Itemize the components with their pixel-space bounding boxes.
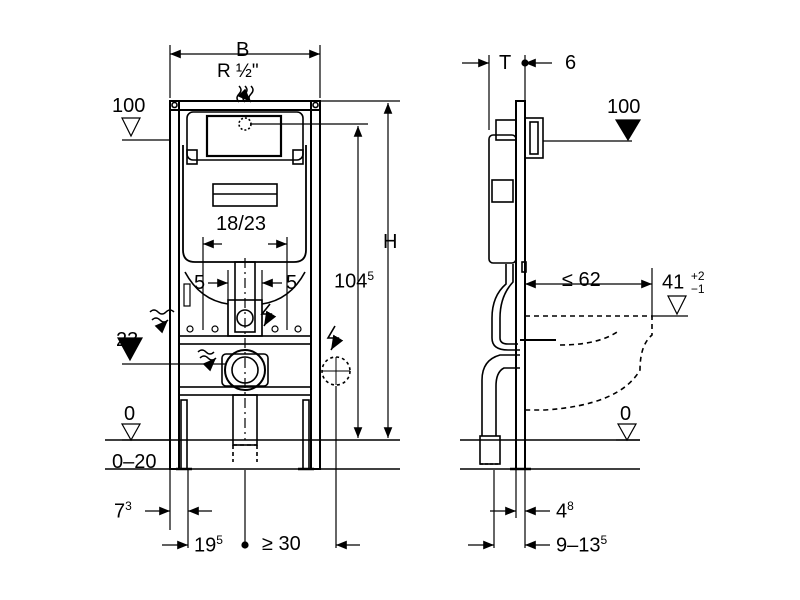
- foot-offset-value: 7: [114, 500, 126, 523]
- frame-height-sup: 5: [367, 269, 375, 283]
- level-markers-side: [614, 119, 687, 442]
- power-symbol-icon: [260, 303, 344, 351]
- frame-feet: [176, 399, 314, 471]
- side-frame-profile: [515, 100, 526, 470]
- wall-range-value: 9–13: [556, 534, 601, 557]
- foot-dim-sup: 8: [567, 499, 574, 513]
- wc-bowl-outline: [525, 315, 653, 411]
- label-height-h: H: [383, 231, 398, 253]
- label-wall-range: 9–135: [556, 534, 607, 556]
- label-bowl-height: 41 +2 −1: [662, 270, 705, 296]
- label-floor: 0: [124, 403, 136, 425]
- flush-plate-mount: [205, 114, 283, 158]
- side-dim-value: 19: [194, 534, 217, 557]
- side-dimensions: [462, 55, 688, 550]
- side-dim-sup: 5: [216, 533, 223, 547]
- label-waste-height: 23: [116, 329, 139, 351]
- frame-top-bar: [169, 100, 321, 111]
- label-side-dim: 195: [194, 534, 223, 556]
- label-depth-t: T: [499, 52, 512, 74]
- foot-dim-value: 4: [556, 500, 568, 523]
- side-cistern: [488, 134, 517, 264]
- label-projection: ≤ 62: [562, 269, 601, 291]
- label-side-floor: 0: [620, 403, 632, 425]
- wall-range-sup: 5: [600, 533, 608, 547]
- label-foot-offset: 73: [114, 500, 132, 522]
- bowl-tol-plus: +2: [690, 269, 705, 283]
- bowl-tol-minus: −1: [690, 282, 705, 296]
- label-foot-dim: 48: [556, 500, 574, 522]
- water-supply-icon: [149, 85, 254, 372]
- label-spacing: 18/23: [216, 213, 267, 235]
- label-depth-extra: 6: [565, 52, 577, 74]
- label-offset-left: 5: [194, 272, 206, 294]
- level-markers-front: [116, 117, 144, 442]
- label-offset-right: 5: [286, 272, 298, 294]
- label-floor-range: 0–20: [112, 451, 157, 473]
- frame-fittings: [183, 283, 302, 333]
- label-supply-height: 100: [112, 95, 146, 117]
- label-width-b: B: [236, 39, 250, 61]
- label-side-supply-height: 100: [607, 96, 641, 118]
- frame-height-value: 104: [334, 270, 368, 293]
- label-thread: R ½": [217, 61, 259, 82]
- front-dimensions: [122, 45, 400, 550]
- bowl-height-value: 41: [662, 271, 685, 294]
- label-frame-height: 1045: [334, 270, 374, 292]
- foot-offset-sup: 3: [125, 499, 132, 513]
- label-clearance: ≥ 30: [262, 533, 301, 555]
